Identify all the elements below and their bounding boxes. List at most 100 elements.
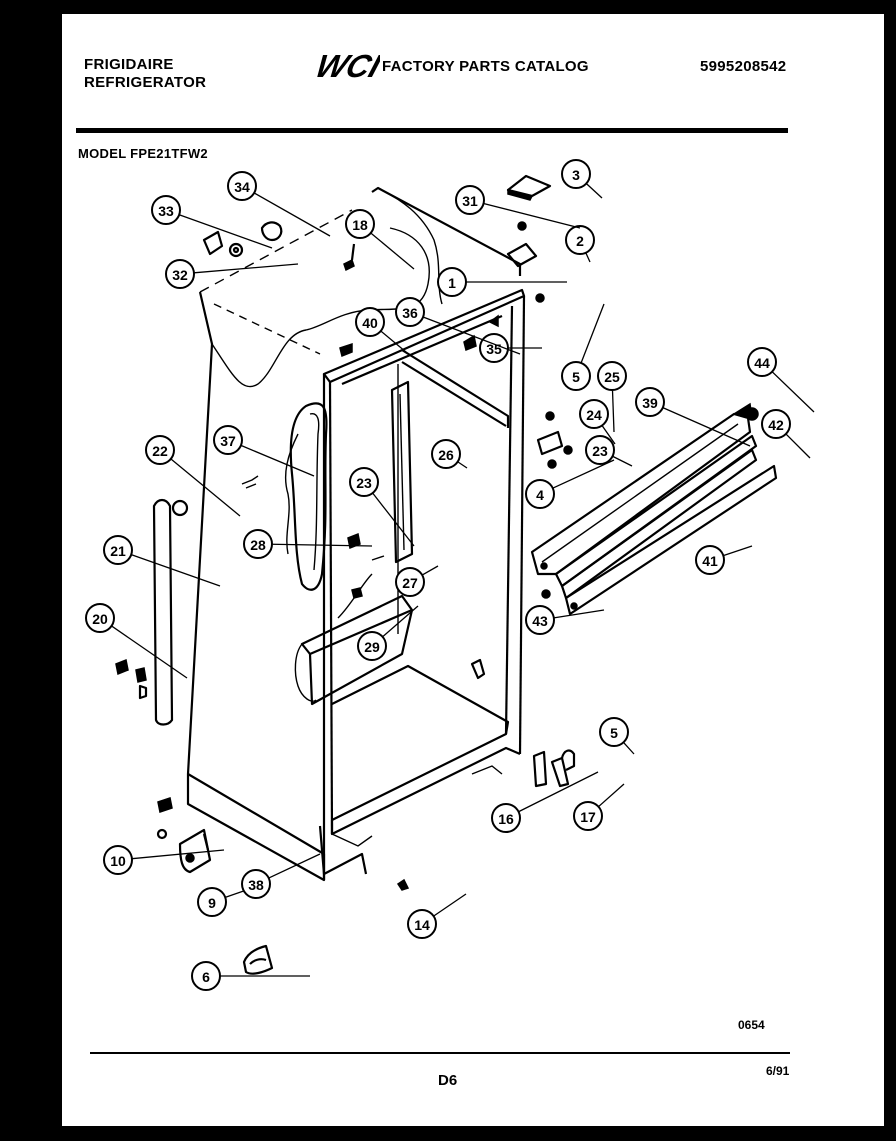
callout-number: 28 bbox=[250, 537, 266, 553]
callout-bubble bbox=[243, 529, 273, 559]
callout-bubble bbox=[103, 535, 133, 565]
callout-number: 1 bbox=[448, 275, 456, 291]
callout-leader-line bbox=[598, 783, 625, 808]
cabinet-drawing bbox=[115, 174, 778, 975]
callout-number: 3 bbox=[572, 167, 580, 183]
callout-number: 14 bbox=[414, 917, 430, 933]
exploded-parts-diagram: 1234556910141617182021222323242526272829… bbox=[85, 159, 815, 991]
callout-number: 5 bbox=[610, 725, 618, 741]
callout-number: 10 bbox=[110, 853, 126, 869]
callout-number: 22 bbox=[152, 443, 168, 459]
callout-bubble bbox=[197, 887, 227, 917]
callout-bubble bbox=[579, 399, 609, 429]
callout-42: 42 bbox=[761, 409, 811, 459]
callout-bubble bbox=[431, 439, 461, 469]
callout-leader-line bbox=[457, 461, 468, 469]
callout-bubble bbox=[561, 159, 591, 189]
callout-leader-line bbox=[553, 609, 605, 619]
callout-number: 41 bbox=[702, 553, 718, 569]
callout-bubble bbox=[407, 909, 437, 939]
callout-leader-line bbox=[723, 545, 753, 557]
callout-number: 35 bbox=[486, 341, 502, 357]
callout-leader-line bbox=[253, 192, 331, 237]
callout-number: 26 bbox=[438, 447, 454, 463]
callout-leader-line bbox=[662, 407, 751, 447]
callout-leader-line bbox=[585, 183, 603, 199]
callout-number: 21 bbox=[110, 543, 126, 559]
callout-leader-line bbox=[178, 214, 273, 249]
parts-catalog-page: FRIGIDAIRE REFRIGERATOR WCI FACTORY PART… bbox=[62, 14, 884, 1126]
brand-block: FRIGIDAIRE REFRIGERATOR bbox=[84, 56, 206, 92]
callout-leader-line bbox=[193, 263, 299, 274]
callout-leader-line bbox=[240, 444, 315, 477]
callout-bubble bbox=[695, 545, 725, 575]
callout-4: 4 bbox=[525, 459, 615, 509]
callout-leader-line bbox=[622, 741, 635, 755]
callout-number: 36 bbox=[402, 305, 418, 321]
callout-leader-line bbox=[771, 371, 815, 413]
callout-number: 25 bbox=[604, 369, 620, 385]
callout-bubble bbox=[213, 425, 243, 455]
callout-34: 34 bbox=[227, 171, 331, 237]
callout-23: 23 bbox=[349, 467, 415, 547]
logo-text: WCI bbox=[314, 48, 380, 84]
callout-6: 6 bbox=[191, 961, 310, 991]
figure-code: 0654 bbox=[738, 1018, 765, 1032]
callout-38: 38 bbox=[241, 853, 321, 899]
callout-23: 23 bbox=[585, 435, 633, 467]
callout-bubble bbox=[525, 479, 555, 509]
callout-number: 38 bbox=[248, 877, 264, 893]
callout-14: 14 bbox=[407, 893, 467, 939]
callout-37: 37 bbox=[213, 425, 315, 477]
callout-bubble bbox=[491, 803, 521, 833]
callout-5: 5 bbox=[599, 717, 635, 755]
callout-bubble bbox=[747, 347, 777, 377]
callout-leader-line bbox=[380, 330, 407, 353]
callout-leader-line bbox=[611, 389, 615, 433]
callout-10: 10 bbox=[103, 845, 225, 875]
callout-bubble bbox=[357, 631, 387, 661]
callout-bubble bbox=[599, 717, 629, 747]
callout-number: 20 bbox=[92, 611, 108, 627]
callout-bubble bbox=[565, 225, 595, 255]
callout-bubble bbox=[227, 171, 257, 201]
header-rule bbox=[76, 128, 788, 133]
wci-logo: WCI bbox=[314, 48, 380, 84]
catalog-part-number: 5995208542 bbox=[700, 58, 787, 75]
callout-39: 39 bbox=[635, 387, 751, 447]
callout-33: 33 bbox=[151, 195, 273, 249]
callout-43: 43 bbox=[525, 605, 605, 635]
callout-bubble bbox=[103, 845, 133, 875]
callout-31: 31 bbox=[455, 185, 581, 229]
callout-41: 41 bbox=[695, 545, 753, 575]
date-code: 6/91 bbox=[766, 1064, 790, 1078]
callout-bubble bbox=[191, 961, 221, 991]
callout-number: 31 bbox=[462, 193, 478, 209]
callout-bubble bbox=[761, 409, 791, 439]
catalog-title: FACTORY PARTS CATALOG bbox=[382, 58, 589, 75]
callout-number: 6 bbox=[202, 969, 210, 985]
callout-leader-line bbox=[111, 625, 188, 679]
callout-leader-line bbox=[421, 565, 439, 576]
callout-leader-line bbox=[785, 433, 811, 459]
callout-number: 33 bbox=[158, 203, 174, 219]
callout-9: 9 bbox=[197, 885, 259, 917]
callout-number: 5 bbox=[572, 369, 580, 385]
callout-bubble bbox=[241, 869, 271, 899]
callout-bubble bbox=[395, 297, 425, 327]
callout-bubble bbox=[561, 361, 591, 391]
callout-leader-line bbox=[372, 492, 415, 547]
callout-bubble bbox=[573, 801, 603, 831]
callout-bubble bbox=[585, 435, 615, 465]
callout-leader-line bbox=[601, 425, 616, 445]
callout-bubble bbox=[525, 605, 555, 635]
callout-1: 1 bbox=[437, 267, 567, 297]
callout-bubble bbox=[635, 387, 665, 417]
callout-bubble bbox=[145, 435, 175, 465]
product-type: REFRIGERATOR bbox=[84, 74, 207, 91]
callout-2: 2 bbox=[565, 225, 595, 263]
callout-number: 42 bbox=[768, 417, 784, 433]
callout-bubble bbox=[597, 361, 627, 391]
callout-bubble bbox=[437, 267, 467, 297]
callout-number: 32 bbox=[172, 267, 188, 283]
